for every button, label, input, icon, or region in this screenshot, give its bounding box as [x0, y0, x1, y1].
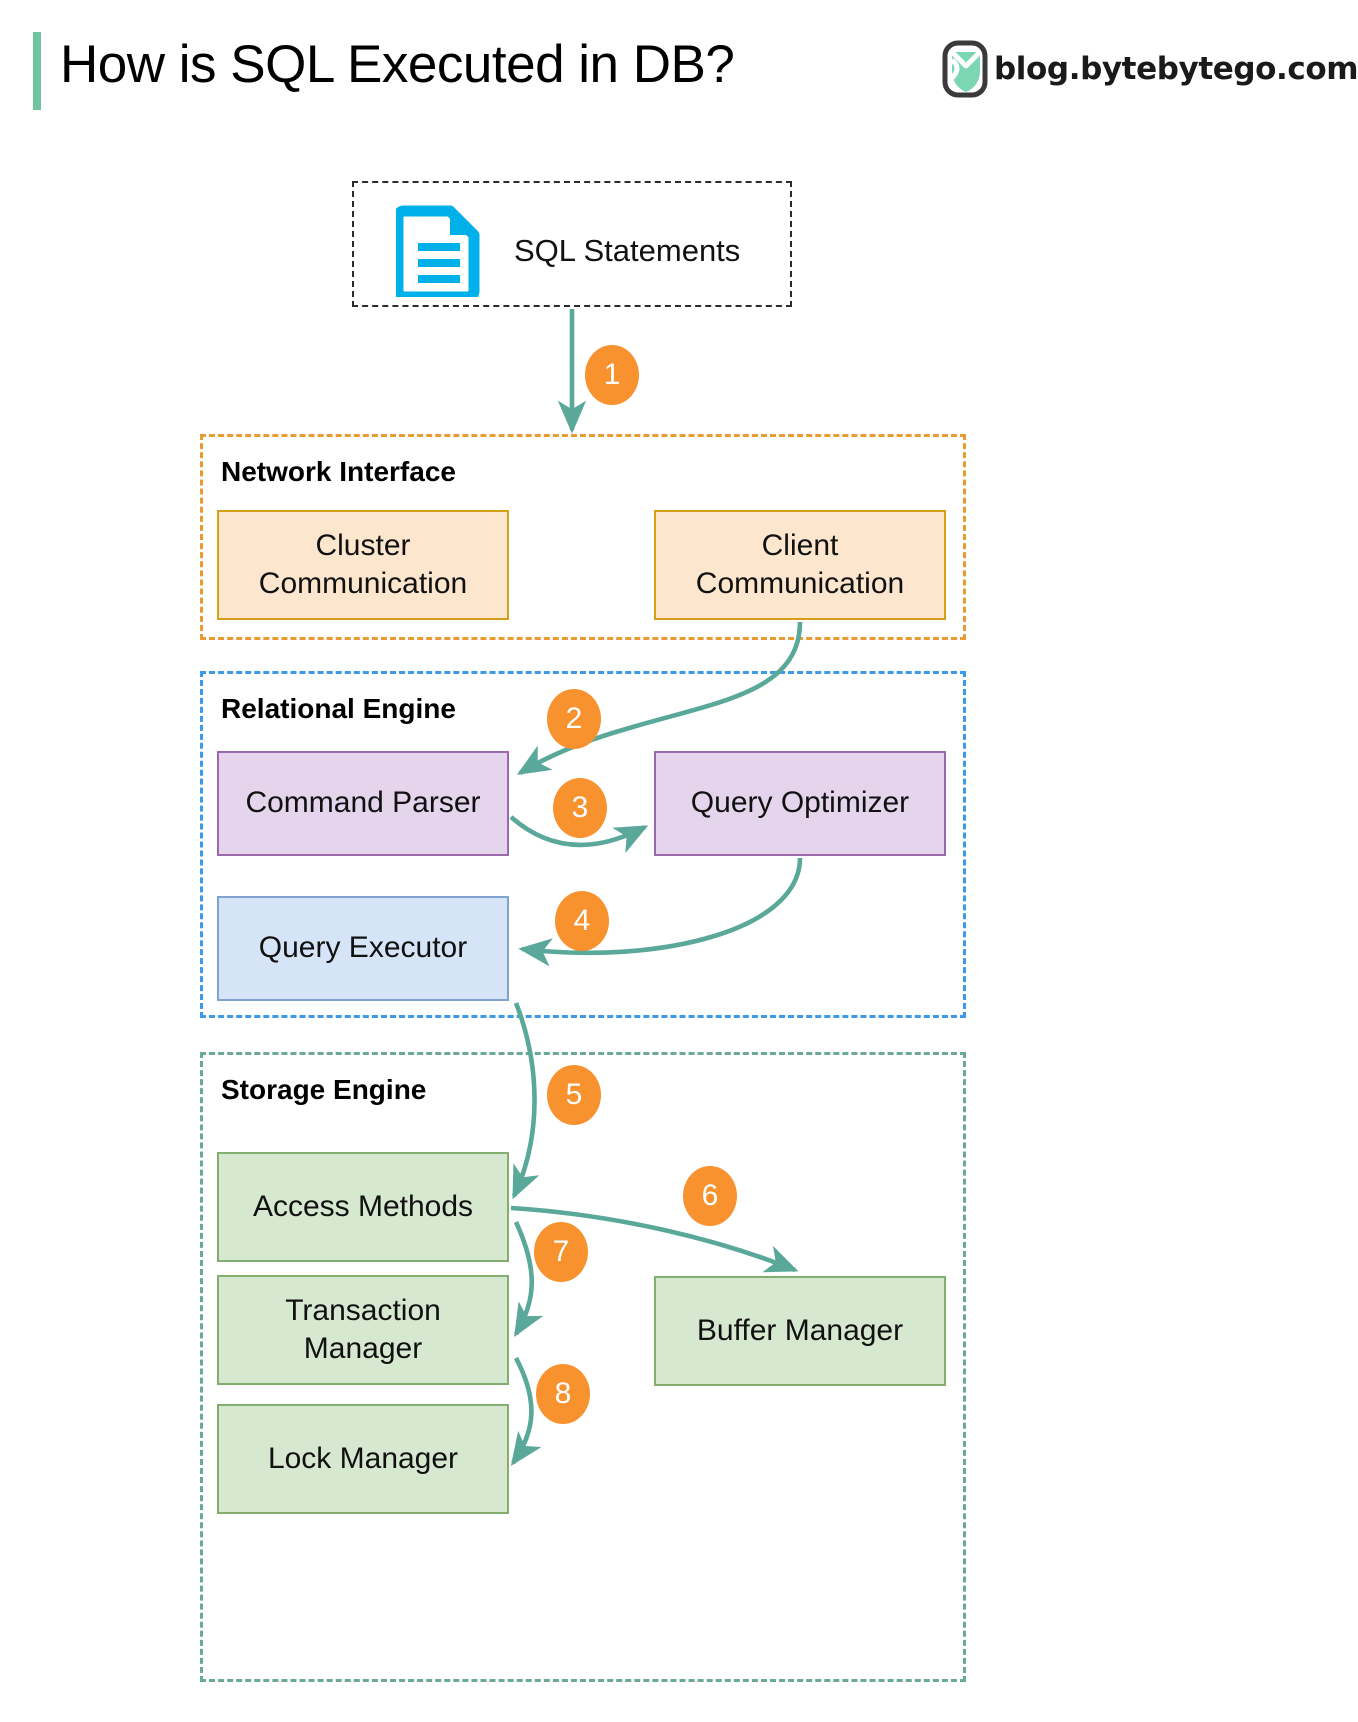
- node-label-query-optimizer: Query Optimizer: [690, 786, 910, 820]
- step-badge-6: 6: [683, 1166, 737, 1226]
- node-label-command-parser: Command Parser: [245, 786, 481, 820]
- brand-url-text: blog.bytebytego.com: [994, 51, 1358, 87]
- document-icon: [396, 205, 480, 297]
- node-lock-manager[interactable]: Lock Manager: [217, 1404, 509, 1514]
- node-client-communication[interactable]: Client Communication: [654, 510, 946, 620]
- page-header: How is SQL Executed in DB? blog.bytebyte…: [0, 0, 1358, 140]
- node-transaction-manager[interactable]: Transaction Manager: [217, 1275, 509, 1385]
- node-cluster-communication[interactable]: Cluster Communication: [217, 510, 509, 620]
- page-title: How is SQL Executed in DB?: [60, 35, 735, 94]
- node-label-transaction-manager: Transaction Manager: [285, 1293, 441, 1365]
- group-label-network-interface: Network Interface: [221, 456, 456, 487]
- node-label-lock-manager: Lock Manager: [267, 1441, 459, 1475]
- group-storage-engine: Storage Engine: [200, 1052, 966, 1682]
- step-badge-4: 4: [555, 891, 609, 951]
- node-label-buffer-manager: Buffer Manager: [696, 1313, 904, 1347]
- step-badge-5: 5: [547, 1065, 601, 1125]
- node-query-executor[interactable]: Query Executor: [217, 896, 509, 1001]
- step-badge-7: 7: [534, 1222, 588, 1282]
- brand-logo-group: blog.bytebytego.com: [942, 40, 1358, 98]
- bytebytego-logo-icon: [942, 40, 988, 98]
- node-buffer-manager[interactable]: Buffer Manager: [654, 1276, 946, 1386]
- step-badge-1: 1: [585, 345, 639, 405]
- group-label-relational-engine: Relational Engine: [221, 693, 456, 724]
- node-label-access-methods: Access Methods: [252, 1189, 474, 1223]
- node-label-cluster-communication: Cluster Communication: [258, 528, 468, 600]
- node-label-query-executor: Query Executor: [258, 931, 468, 965]
- node-query-optimizer[interactable]: Query Optimizer: [654, 751, 946, 856]
- sql-statements-label: SQL Statements: [514, 233, 741, 268]
- step-badge-3: 3: [553, 778, 607, 838]
- node-label-client-communication: Client Communication: [695, 528, 905, 600]
- node-command-parser[interactable]: Command Parser: [217, 751, 509, 856]
- title-accent-bar: [33, 32, 41, 110]
- group-label-storage-engine: Storage Engine: [221, 1074, 427, 1105]
- step-badge-2: 2: [547, 689, 601, 749]
- sql-statements-box: SQL Statements: [352, 181, 792, 307]
- step-badge-8: 8: [536, 1364, 590, 1424]
- node-access-methods[interactable]: Access Methods: [217, 1152, 509, 1262]
